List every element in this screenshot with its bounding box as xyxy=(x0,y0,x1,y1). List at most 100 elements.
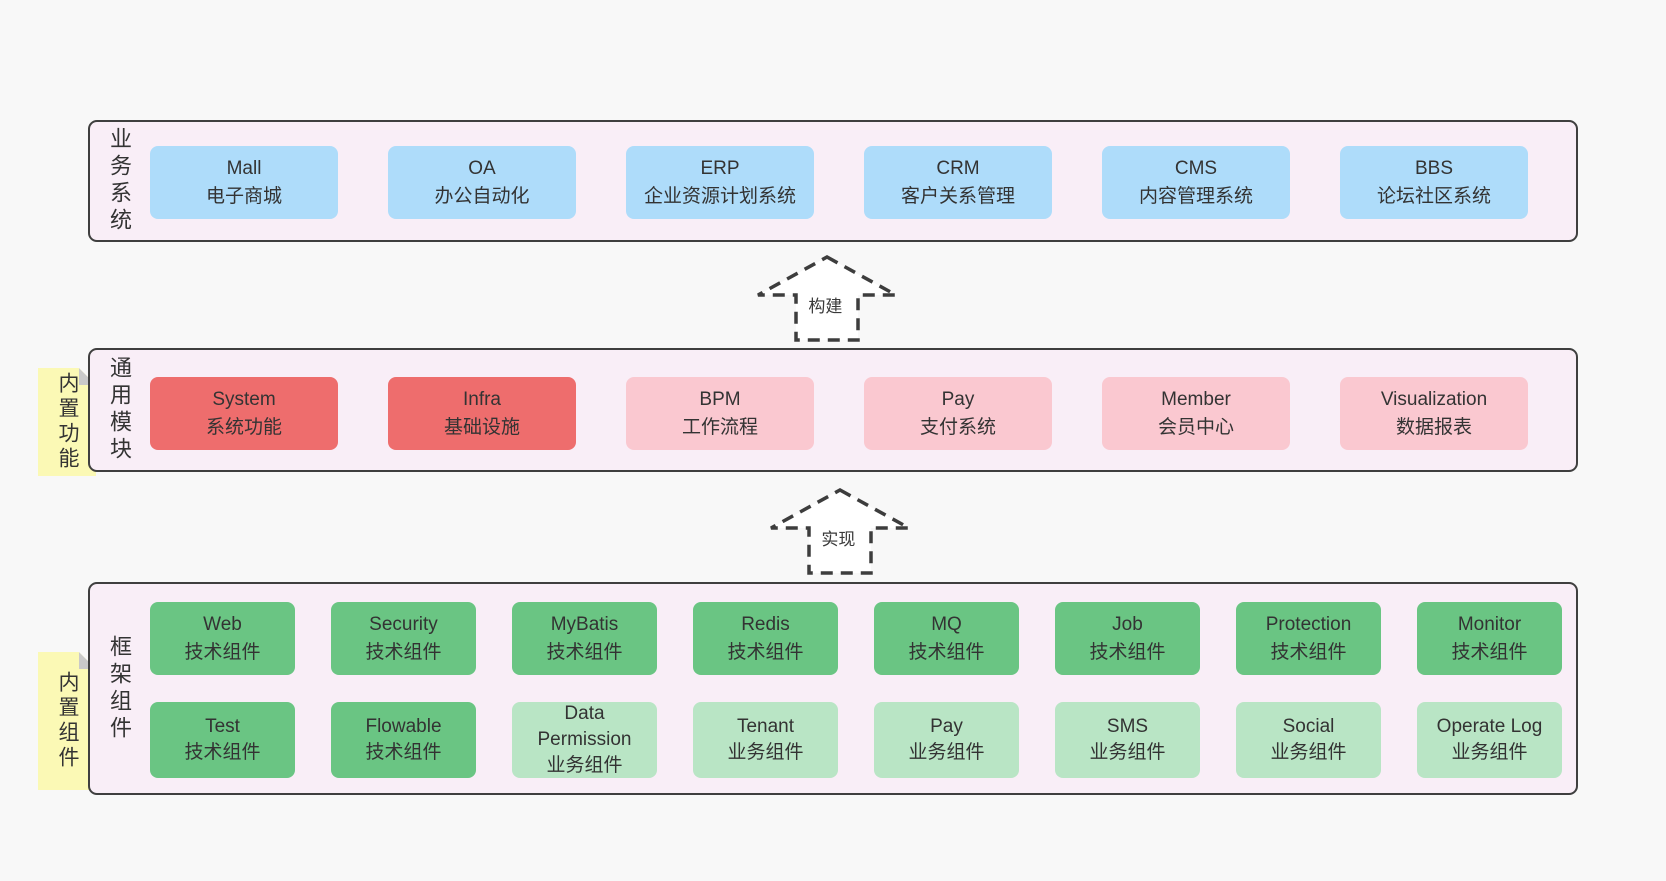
note-label: 内置功能 xyxy=(56,372,79,472)
box-subtitle: 技术组件 xyxy=(908,641,985,663)
box-subtitle: 办公自动化 xyxy=(434,185,530,207)
box-subtitle: 技术组件 xyxy=(1270,641,1347,663)
box-subtitle: 技术组件 xyxy=(365,641,442,663)
box-subtitle: 数据报表 xyxy=(1395,416,1472,438)
box-title: Visualization xyxy=(1380,388,1488,410)
box-subtitle: 论坛社区系统 xyxy=(1376,185,1491,207)
box-title: MQ xyxy=(931,613,962,635)
box-title: System xyxy=(212,388,276,410)
modules-layer-container: 通用模块 System 系统功能 Infra 基础设施 BPM 工作流程 Pay… xyxy=(88,348,1578,472)
box-title: BPM xyxy=(699,388,741,410)
box-title: Web xyxy=(203,613,242,635)
box-mybatis: MyBatis 技术组件 xyxy=(512,602,657,675)
box-subtitle: 业务组件 xyxy=(1451,742,1528,763)
box-title: CMS xyxy=(1174,157,1218,179)
framework-box-row-2: Test 技术组件 Flowable 技术组件 Data Permission … xyxy=(150,702,1562,778)
box-subtitle: 技术组件 xyxy=(184,641,261,663)
box-title: Infra xyxy=(462,388,502,410)
box-visualization: Visualization 数据报表 xyxy=(1340,377,1528,450)
box-erp: ERP 企业资源计划系统 xyxy=(626,146,814,219)
box-subtitle: 系统功能 xyxy=(205,416,282,438)
box-title: Mall xyxy=(226,157,262,179)
box-title: Member xyxy=(1161,388,1231,410)
framework-box-row-1: Web 技术组件 Security 技术组件 MyBatis 技术组件 Redi… xyxy=(150,602,1562,675)
box-pay-module: Pay 支付系统 xyxy=(864,377,1052,450)
box-title: Test xyxy=(205,716,240,737)
box-subtitle: 技术组件 xyxy=(184,742,261,763)
box-title: Redis xyxy=(741,613,790,635)
box-title: Social xyxy=(1282,716,1335,737)
box-subtitle: 基础设施 xyxy=(443,416,520,438)
box-data-permission: Data Permission 业务组件 xyxy=(512,702,657,778)
box-title: SMS xyxy=(1106,716,1149,737)
box-system: System 系统功能 xyxy=(150,377,338,450)
box-subtitle: 业务组件 xyxy=(1089,742,1166,763)
box-job: Job 技术组件 xyxy=(1055,602,1200,675)
implement-arrow-label: 实现 xyxy=(818,525,859,550)
box-subtitle: 业务组件 xyxy=(546,755,623,776)
box-title: OA xyxy=(468,157,496,179)
box-title: Pay xyxy=(930,716,963,737)
box-social: Social 业务组件 xyxy=(1236,702,1381,778)
box-subtitle: 技术组件 xyxy=(1451,641,1528,663)
box-subtitle: 支付系统 xyxy=(919,416,996,438)
box-infra: Infra 基础设施 xyxy=(388,377,576,450)
box-sms: SMS 业务组件 xyxy=(1055,702,1200,778)
implement-arrow: 实现 xyxy=(765,486,915,578)
modules-box-row: System 系统功能 Infra 基础设施 BPM 工作流程 Pay 支付系统… xyxy=(150,377,1528,450)
box-subtitle: 工作流程 xyxy=(681,416,758,438)
box-title: Operate Log xyxy=(1436,716,1543,737)
box-title: Pay xyxy=(941,388,975,410)
box-subtitle: 技术组件 xyxy=(1089,641,1166,663)
box-subtitle: 客户关系管理 xyxy=(900,185,1015,207)
business-box-row: Mall 电子商城 OA 办公自动化 ERP 企业资源计划系统 CRM 客户关系… xyxy=(150,146,1528,219)
business-layer-label: 业务系统 xyxy=(107,127,132,235)
box-flowable: Flowable 技术组件 xyxy=(331,702,476,778)
box-title: MyBatis xyxy=(550,613,619,635)
box-title: Flowable xyxy=(365,716,442,737)
box-subtitle: 业务组件 xyxy=(1270,742,1347,763)
note-label: 内置组件 xyxy=(56,671,79,771)
box-mq: MQ 技术组件 xyxy=(874,602,1019,675)
box-bbs: BBS 论坛社区系统 xyxy=(1340,146,1528,219)
framework-layer-label: 框架组件 xyxy=(107,634,132,743)
box-subtitle: 技术组件 xyxy=(365,742,442,763)
box-title: Monitor xyxy=(1457,613,1522,635)
box-title: Tenant xyxy=(736,716,795,737)
box-title: Data Permission xyxy=(537,703,632,750)
box-test: Test 技术组件 xyxy=(150,702,295,778)
box-pay-component: Pay 业务组件 xyxy=(874,702,1019,778)
box-subtitle: 技术组件 xyxy=(546,641,623,663)
box-subtitle: 内容管理系统 xyxy=(1138,185,1253,207)
box-security: Security 技术组件 xyxy=(331,602,476,675)
box-title: Job xyxy=(1112,613,1143,635)
modules-layer-label: 通用模块 xyxy=(107,356,132,464)
box-operate-log: Operate Log 业务组件 xyxy=(1417,702,1562,778)
box-subtitle: 会员中心 xyxy=(1157,416,1234,438)
box-bpm: BPM 工作流程 xyxy=(626,377,814,450)
box-redis: Redis 技术组件 xyxy=(693,602,838,675)
box-subtitle: 业务组件 xyxy=(727,742,804,763)
box-title: ERP xyxy=(700,157,740,179)
box-monitor: Monitor 技术组件 xyxy=(1417,602,1562,675)
box-tenant: Tenant 业务组件 xyxy=(693,702,838,778)
framework-layer-container: 框架组件 Web 技术组件 Security 技术组件 MyBatis 技术组件… xyxy=(88,582,1578,795)
box-title: Security xyxy=(369,613,438,635)
business-layer-container: 业务系统 Mall 电子商城 OA 办公自动化 ERP 企业资源计划系统 CRM… xyxy=(88,120,1578,242)
box-subtitle: 业务组件 xyxy=(908,742,985,763)
box-web: Web 技术组件 xyxy=(150,602,295,675)
box-title: Protection xyxy=(1265,613,1352,635)
box-member: Member 会员中心 xyxy=(1102,377,1290,450)
box-subtitle: 企业资源计划系统 xyxy=(643,185,796,207)
box-subtitle: 电子商城 xyxy=(205,185,282,207)
box-crm: CRM 客户关系管理 xyxy=(864,146,1052,219)
box-mall: Mall 电子商城 xyxy=(150,146,338,219)
builtin-functions-note: 内置功能 xyxy=(38,368,96,476)
box-title: BBS xyxy=(1414,157,1454,179)
box-oa: OA 办公自动化 xyxy=(388,146,576,219)
build-arrow: 构建 xyxy=(752,253,902,345)
box-title: CRM xyxy=(936,157,980,179)
build-arrow-label: 构建 xyxy=(805,292,846,317)
box-subtitle: 技术组件 xyxy=(727,641,804,663)
box-protection: Protection 技术组件 xyxy=(1236,602,1381,675)
